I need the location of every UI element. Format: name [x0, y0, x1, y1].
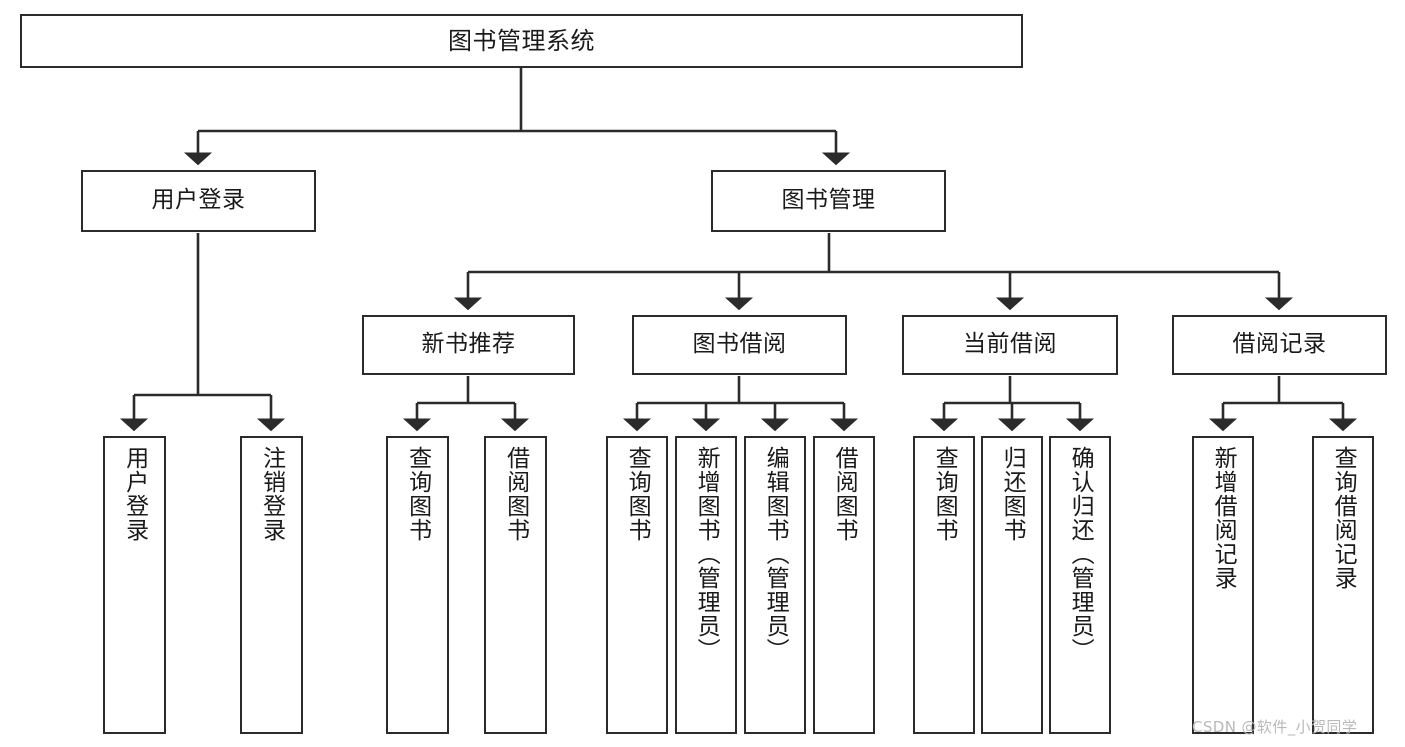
- node-borrow-record-label: 借阅记录: [1232, 331, 1327, 358]
- leaf-query-borrow-record[interactable]: 查询借阅记录: [1312, 436, 1374, 734]
- leaf-add-book-admin[interactable]: 新增图书（管理员）: [675, 436, 737, 734]
- node-book-borrow[interactable]: 图书借阅: [632, 315, 847, 375]
- node-root-label: 图书管理系统: [448, 26, 595, 55]
- leaf-borrow-book[interactable]: 借阅图书: [813, 436, 875, 734]
- leaf-add-borrow-record[interactable]: 新增借阅记录: [1192, 436, 1254, 734]
- node-book-borrow-label: 图书借阅: [692, 331, 787, 358]
- leaf-edit-book-admin[interactable]: 编辑图书（管理员）: [744, 436, 806, 734]
- leaf-query-borrow-record-label: 查询借阅记录: [1330, 446, 1357, 590]
- leaf-borrow-book-label: 借阅图书: [831, 446, 858, 542]
- node-user-login-label: 用户登录: [151, 187, 246, 214]
- node-new-book-recommend-label: 新书推荐: [421, 331, 516, 358]
- leaf-current-query-book[interactable]: 查询图书: [913, 436, 975, 734]
- node-user-login[interactable]: 用户登录: [81, 170, 316, 232]
- node-book-management[interactable]: 图书管理: [711, 170, 946, 232]
- node-root[interactable]: 图书管理系统: [20, 14, 1023, 68]
- node-book-management-label: 图书管理: [781, 187, 876, 214]
- leaf-edit-book-admin-label: 编辑图书（管理员）: [762, 446, 789, 662]
- leaf-confirm-return-admin-label: 确认归还（管理员）: [1067, 446, 1094, 662]
- leaf-logout[interactable]: 注销登录: [240, 436, 303, 734]
- leaf-return-book-label: 归还图书: [999, 446, 1026, 542]
- watermark-text: CSDN @软件_小贺同学: [1192, 718, 1358, 736]
- leaf-user-login[interactable]: 用户登录: [103, 436, 166, 734]
- leaf-user-login-label: 用户登录: [121, 446, 148, 542]
- node-current-borrow[interactable]: 当前借阅: [902, 315, 1118, 375]
- leaf-logout-label: 注销登录: [258, 446, 285, 542]
- leaf-new-book-query[interactable]: 查询图书: [386, 436, 449, 734]
- leaf-current-query-book-label: 查询图书: [931, 446, 958, 542]
- leaf-add-book-admin-label: 新增图书（管理员）: [693, 446, 720, 662]
- node-borrow-record[interactable]: 借阅记录: [1172, 315, 1387, 375]
- node-current-borrow-label: 当前借阅: [963, 331, 1057, 358]
- leaf-new-book-borrow[interactable]: 借阅图书: [484, 436, 547, 734]
- leaf-borrow-query-book[interactable]: 查询图书: [606, 436, 668, 734]
- leaf-return-book[interactable]: 归还图书: [981, 436, 1043, 734]
- leaf-confirm-return-admin[interactable]: 确认归还（管理员）: [1049, 436, 1111, 734]
- leaf-add-borrow-record-label: 新增借阅记录: [1210, 446, 1237, 590]
- node-new-book-recommend[interactable]: 新书推荐: [362, 315, 575, 375]
- leaf-borrow-query-book-label: 查询图书: [624, 446, 651, 542]
- leaf-new-book-borrow-label: 借阅图书: [502, 446, 529, 542]
- leaf-new-book-query-label: 查询图书: [404, 446, 431, 542]
